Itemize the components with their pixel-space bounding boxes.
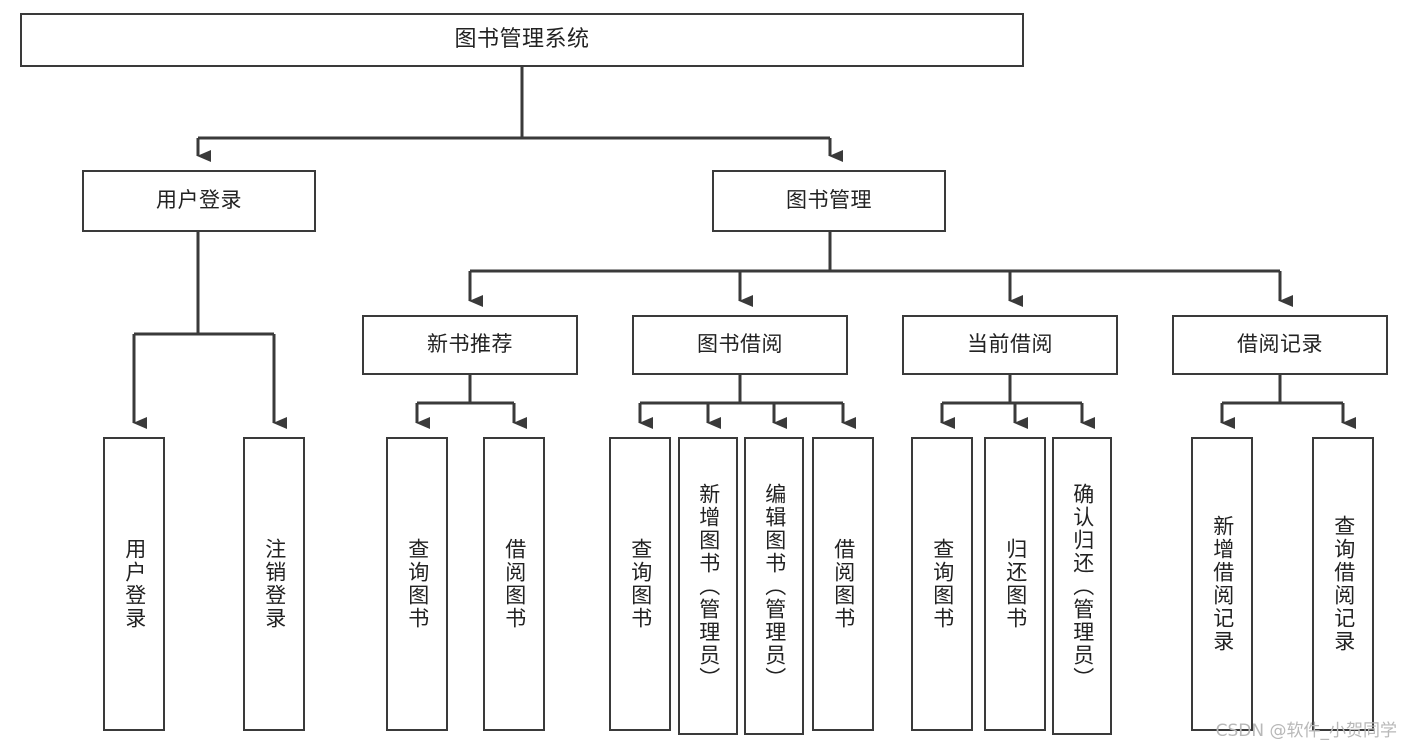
- node-leaf-user-login[interactable]: 用户登录: [103, 437, 165, 731]
- node-leaf-add-borrow-record-label: 新增借阅记录: [1210, 515, 1235, 653]
- csdn-watermark: CSDN @软件_小贺同学: [1215, 721, 1397, 741]
- node-current-borrow[interactable]: 当前借阅: [902, 315, 1118, 375]
- node-current-borrow-label: 当前借阅: [967, 332, 1053, 357]
- node-leaf-confirm-return-admin[interactable]: 确认归还（管理员）: [1052, 437, 1112, 735]
- node-leaf-return-book-label: 归还图书: [1003, 538, 1028, 630]
- node-leaf-add-book-admin-label: 新增图书（管理员）: [696, 482, 721, 690]
- node-leaf-query-borrow-record-label: 查询借阅记录: [1331, 515, 1356, 653]
- node-leaf-user-login-label: 用户登录: [122, 538, 147, 630]
- node-book-manage-label: 图书管理: [786, 188, 872, 213]
- node-new-book-recommend-label: 新书推荐: [427, 332, 513, 357]
- node-leaf-borrow-book-rec-label: 借阅图书: [502, 538, 527, 630]
- node-leaf-borrow-book-rec[interactable]: 借阅图书: [483, 437, 545, 731]
- node-leaf-query-book-borrow[interactable]: 查询图书: [609, 437, 671, 731]
- node-leaf-query-book-borrow-label: 查询图书: [628, 538, 653, 630]
- node-root[interactable]: 图书管理系统: [20, 13, 1024, 67]
- node-book-borrow[interactable]: 图书借阅: [632, 315, 848, 375]
- node-leaf-query-book-current-label: 查询图书: [930, 538, 955, 630]
- node-leaf-add-book-admin[interactable]: 新增图书（管理员）: [678, 437, 738, 735]
- node-new-book-recommend[interactable]: 新书推荐: [362, 315, 578, 375]
- node-book-manage[interactable]: 图书管理: [712, 170, 946, 232]
- node-leaf-borrow-book[interactable]: 借阅图书: [812, 437, 874, 731]
- node-leaf-query-book-rec[interactable]: 查询图书: [386, 437, 448, 731]
- node-borrow-record[interactable]: 借阅记录: [1172, 315, 1388, 375]
- node-root-label: 图书管理系统: [454, 26, 590, 52]
- node-leaf-confirm-return-admin-label: 确认归还（管理员）: [1070, 482, 1095, 690]
- node-leaf-logout-login-label: 注销登录: [262, 538, 287, 630]
- node-leaf-borrow-book-label: 借阅图书: [831, 538, 856, 630]
- node-leaf-edit-book-admin-label: 编辑图书（管理员）: [762, 482, 787, 690]
- node-leaf-query-borrow-record[interactable]: 查询借阅记录: [1312, 437, 1374, 731]
- node-book-borrow-label: 图书借阅: [697, 332, 783, 357]
- node-leaf-query-book-rec-label: 查询图书: [405, 538, 430, 630]
- node-leaf-add-borrow-record[interactable]: 新增借阅记录: [1191, 437, 1253, 731]
- node-user-login-label: 用户登录: [156, 188, 242, 213]
- node-borrow-record-label: 借阅记录: [1237, 332, 1323, 357]
- node-leaf-return-book[interactable]: 归还图书: [984, 437, 1046, 731]
- node-leaf-logout-login[interactable]: 注销登录: [243, 437, 305, 731]
- node-leaf-query-book-current[interactable]: 查询图书: [911, 437, 973, 731]
- node-user-login[interactable]: 用户登录: [82, 170, 316, 232]
- node-leaf-edit-book-admin[interactable]: 编辑图书（管理员）: [744, 437, 804, 735]
